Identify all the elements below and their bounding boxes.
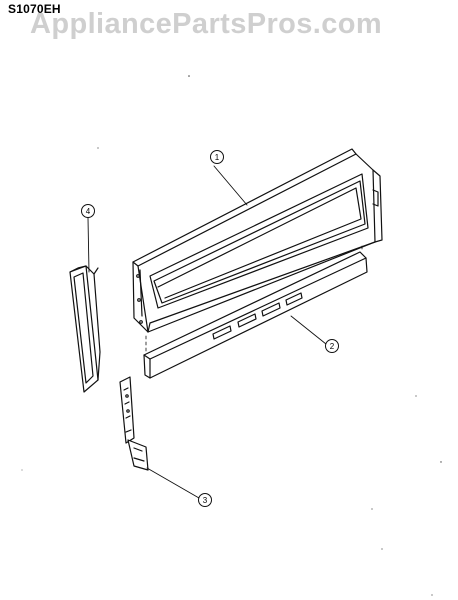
callout-2-label: 2 bbox=[330, 342, 335, 351]
callout-1: 1 bbox=[210, 150, 224, 164]
callout-2: 2 bbox=[325, 339, 339, 353]
scan-speckles bbox=[21, 75, 442, 596]
callout-3: 3 bbox=[198, 493, 212, 507]
callout-1-label: 1 bbox=[215, 153, 220, 162]
end-cap bbox=[69, 265, 101, 393]
lower-trim-panel bbox=[143, 251, 368, 379]
model-number: S1070EH bbox=[8, 2, 61, 16]
callout-4-label: 4 bbox=[86, 207, 91, 216]
callout-4: 4 bbox=[81, 204, 95, 218]
watermark-text: AppliancePartsPros.com bbox=[30, 8, 383, 40]
leader-lines bbox=[87, 165, 327, 499]
callout-3-label: 3 bbox=[203, 496, 208, 505]
alignment-lines bbox=[145, 245, 363, 353]
mounting-bracket bbox=[119, 376, 149, 471]
control-panel-backguard bbox=[132, 148, 383, 333]
